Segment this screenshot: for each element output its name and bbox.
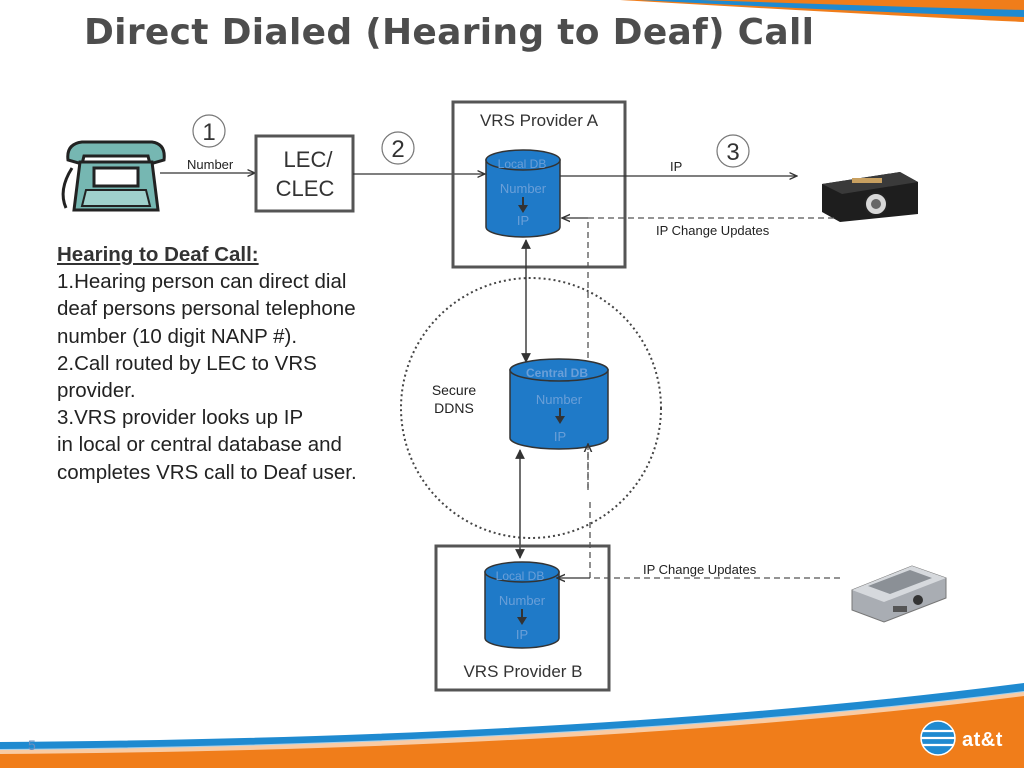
- svg-text:IP: IP: [554, 429, 566, 444]
- secure-ddns-label-line1: Secure: [432, 382, 477, 398]
- description-line: deaf persons personal telephone: [57, 297, 356, 321]
- svg-text:Number: Number: [536, 392, 583, 407]
- description-line: 2.Call routed by LEC to VRS: [57, 351, 317, 375]
- secure-ddns-label-line2: DDNS: [434, 400, 474, 416]
- step-2-badge: 2: [381, 131, 415, 165]
- local-db-b: Local DB Number IP: [484, 561, 560, 649]
- central-db: Central DB Number IP: [509, 358, 609, 450]
- description-line: number (10 digit NANP #).: [57, 324, 298, 348]
- telephone-icon: [61, 140, 166, 212]
- svg-text:Local DB: Local DB: [496, 569, 545, 583]
- lec-label-line2: CLEC: [276, 176, 335, 201]
- description-line: provider.: [57, 379, 136, 403]
- videophone-icon: [851, 565, 947, 623]
- number-label: Number: [187, 157, 234, 172]
- att-globe-icon: [920, 720, 956, 756]
- hearing-to-deaf-description: Hearing to Deaf Call: 1.Hearing person c…: [57, 241, 407, 486]
- svg-text:Central DB: Central DB: [526, 366, 588, 380]
- video-device-icon: [822, 172, 918, 222]
- step-1-badge: 1: [192, 114, 226, 148]
- svg-text:1: 1: [202, 119, 215, 146]
- page-number: 5: [28, 737, 36, 753]
- bottom-swoosh: [0, 683, 1024, 768]
- ip-label: IP: [670, 159, 682, 174]
- ip-change-updates-top-label: IP Change Updates: [656, 223, 770, 238]
- att-logo-text: at&t: [962, 729, 1003, 751]
- description-heading: Hearing to Deaf Call:: [57, 243, 259, 266]
- svg-text:Number: Number: [500, 181, 547, 196]
- lec-clec-box: [254, 134, 355, 213]
- top-swoosh: [620, 0, 1024, 22]
- ip-change-updates-bottom-label: IP Change Updates: [643, 562, 757, 577]
- vrs-provider-a-box: [451, 100, 627, 269]
- svg-text:Local DB: Local DB: [498, 157, 547, 171]
- svg-text:Number: Number: [499, 593, 546, 608]
- vrs-provider-b-label: VRS Provider B: [463, 662, 582, 681]
- vrs-provider-b-box: [434, 544, 611, 692]
- local-db-a: Local DB Number IP: [485, 149, 561, 238]
- step-3-badge: 3: [716, 134, 750, 168]
- description-line: 1.Hearing person can direct dial: [57, 270, 347, 294]
- svg-text:IP: IP: [516, 627, 528, 642]
- svg-text:2: 2: [391, 136, 404, 163]
- description-line: in local or central database and: [57, 433, 342, 457]
- secure-ddns-circle: [400, 277, 662, 539]
- svg-text:3: 3: [726, 139, 739, 166]
- lec-label-line1: LEC/: [284, 147, 334, 172]
- description-line: 3.VRS provider looks up IP: [57, 406, 304, 430]
- description-line: completes VRS call to Deaf user.: [57, 460, 357, 484]
- svg-text:IP: IP: [517, 213, 529, 228]
- page-title: Direct Dialed (Hearing to Deaf) Call: [84, 12, 815, 53]
- vrs-provider-a-label: VRS Provider A: [480, 111, 599, 130]
